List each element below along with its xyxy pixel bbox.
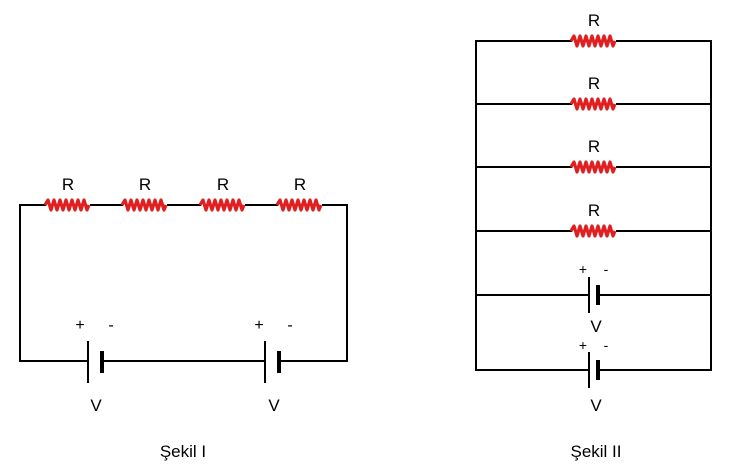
fig1-resistor-label: R — [62, 175, 74, 194]
fig1-battery-minus: - — [108, 317, 113, 334]
fig1-battery-1 — [87, 341, 104, 383]
fig1-battery-plus: + — [254, 317, 263, 334]
fig1-battery-label: V — [90, 396, 102, 415]
fig1-resistor-3 — [198, 198, 246, 212]
fig2-battery-1 — [588, 277, 600, 313]
fig2-resistor-3 — [569, 160, 617, 174]
fig2-battery-label: V — [590, 396, 602, 415]
fig2-battery-2 — [588, 352, 600, 388]
fig1-battery-minus: - — [287, 317, 292, 334]
fig2-battery-minus: - — [604, 261, 609, 277]
fig2-battery-plus: + — [579, 261, 587, 277]
fig2-battery-label: V — [590, 317, 602, 336]
fig2-battery-plus: + — [579, 337, 587, 353]
fig1-resistor-1 — [43, 198, 91, 212]
fig1-caption: Şekil I — [160, 442, 206, 461]
fig1-resistor-label: R — [217, 175, 229, 194]
fig1-battery-2 — [264, 341, 281, 383]
fig2-resistor-label: R — [588, 11, 600, 30]
fig2-resistor-label: R — [588, 137, 600, 156]
fig2-resistor-2 — [569, 97, 617, 111]
fig1-battery-label: V — [268, 396, 280, 415]
fig2-battery-minus: - — [604, 337, 609, 353]
fig1-resistor-2 — [120, 198, 168, 212]
fig1-resistor-label: R — [294, 175, 306, 194]
fig2-resistor-1 — [569, 34, 617, 48]
figure-1-circuit: R R R R + - V + - V Şekil I — [19, 175, 348, 461]
fig1-resistor-4 — [275, 198, 323, 212]
fig2-resistor-label: R — [588, 201, 600, 220]
fig2-resistor-label: R — [588, 74, 600, 93]
fig2-resistor-4 — [569, 224, 617, 238]
fig2-caption: Şekil II — [570, 442, 621, 461]
figure-2-circuit: R R R R + - V + - V Şekil II — [475, 11, 712, 461]
fig1-battery-plus: + — [75, 317, 84, 334]
fig1-resistor-label: R — [139, 175, 151, 194]
